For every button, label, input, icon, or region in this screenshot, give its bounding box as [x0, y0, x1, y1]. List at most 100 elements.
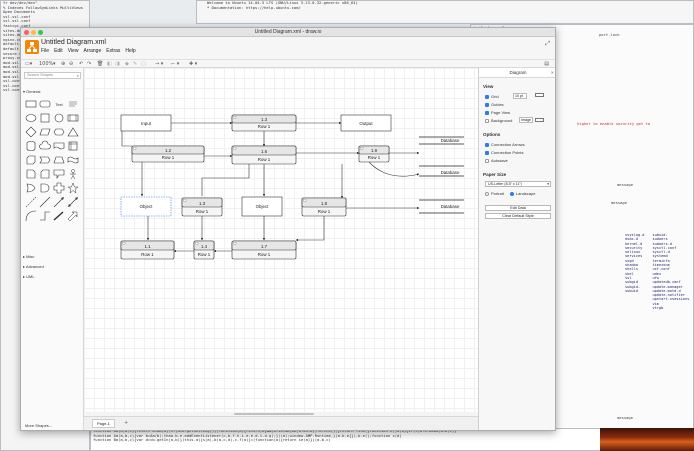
share-icon[interactable]: ⤢ [545, 40, 550, 47]
guides-checkbox[interactable] [485, 102, 489, 107]
menu-edit[interactable]: Edit [54, 48, 63, 54]
menu-view[interactable]: View [67, 48, 79, 54]
zoom-window-button[interactable] [38, 30, 43, 35]
autosave-checkbox[interactable] [485, 158, 489, 163]
ellipse-shape-icon[interactable] [24, 111, 38, 125]
autosave-toggle[interactable]: Autosave [485, 158, 508, 163]
section-advanced[interactable]: ▸ Advanced [23, 264, 44, 269]
zoom-out-icon[interactable]: ⊖ [69, 61, 74, 67]
connection-style-icon[interactable]: → ▾ [155, 61, 164, 67]
horizontal-scrollbar[interactable] [84, 412, 478, 416]
background-checkbox[interactable] [485, 118, 489, 123]
scroll-thumb[interactable] [234, 413, 314, 415]
shadow-icon[interactable]: ▢ [141, 61, 146, 67]
undo-icon[interactable]: ↶ [79, 61, 84, 67]
connection-points-checkbox[interactable] [485, 150, 489, 155]
cube-shape-icon[interactable] [24, 153, 38, 167]
background-toggle[interactable]: Background [485, 118, 512, 123]
database-1-label[interactable]: Database [441, 138, 460, 143]
grid-toggle[interactable]: Grid [485, 94, 499, 99]
close-panel-icon[interactable]: ✕ [550, 70, 554, 75]
cloud-shape-icon[interactable] [38, 139, 52, 153]
paper-size-select[interactable]: US-Letter (8.5" x 11")▾ [485, 181, 551, 187]
guides-toggle[interactable]: Guides [485, 102, 504, 107]
grid-size-input[interactable]: 10 pt [513, 93, 527, 99]
connection-arrows-checkbox[interactable] [485, 142, 489, 147]
connection-points-toggle[interactable]: Connection Points [485, 150, 523, 155]
note-shape-icon[interactable] [24, 167, 38, 181]
text-shape-icon[interactable]: Text [52, 97, 66, 111]
node-input[interactable]: Input [120, 114, 172, 132]
database-2-label[interactable]: Database [441, 170, 460, 175]
menu-help[interactable]: Help [125, 48, 136, 54]
grid-color-swatch[interactable] [535, 93, 544, 97]
curve-icon[interactable] [24, 209, 38, 223]
node-output[interactable]: Output [340, 114, 392, 132]
connection-arrows-toggle[interactable]: Connection Arrows [485, 142, 525, 147]
page-tab-1[interactable]: Page-1 [92, 419, 115, 428]
page-view-checkbox[interactable] [485, 110, 489, 115]
database-3-label[interactable]: Database [441, 204, 460, 209]
diagram-canvas[interactable]: Input Output Object Object Database Dat [84, 68, 478, 412]
hexagon-shape-icon[interactable] [52, 125, 66, 139]
section-uml[interactable]: ▸ UML [23, 274, 35, 279]
zoom-dropdown-icon[interactable]: ▾ [53, 61, 56, 67]
page-view-toggle[interactable]: Page View [485, 110, 510, 115]
internal-storage-shape-icon[interactable] [66, 139, 80, 153]
background-color-swatch[interactable] [535, 118, 544, 122]
circle-shape-icon[interactable] [52, 111, 66, 125]
node-object-b[interactable]: Object [241, 196, 283, 217]
trapezoid-shape-icon[interactable] [52, 153, 66, 167]
menu-extras[interactable]: Extras [106, 48, 121, 54]
document-shape-icon[interactable] [52, 139, 66, 153]
image-button[interactable]: Image [519, 117, 533, 123]
parallelogram-shape-icon[interactable] [38, 125, 52, 139]
connector-icon[interactable] [38, 209, 52, 223]
redo-icon[interactable]: ↷ [87, 61, 92, 67]
dashed-line-icon[interactable] [24, 195, 38, 209]
cross-shape-icon[interactable] [52, 181, 66, 195]
waypoint-icon[interactable]: ⌐ ▾ [171, 61, 180, 67]
tab-diagram[interactable]: Diagram [479, 68, 555, 78]
portrait-radio[interactable] [485, 191, 489, 196]
edit-data-button[interactable]: Edit Data [485, 205, 551, 211]
delete-icon[interactable]: 🗑 [97, 61, 104, 67]
link-icon[interactable] [52, 209, 66, 223]
rounded-rectangle-shape-icon[interactable] [38, 97, 52, 111]
document-filename[interactable]: Untitled Diagram.xml [41, 39, 106, 46]
add-page-icon[interactable]: + [124, 420, 129, 426]
diamond-shape-icon[interactable] [24, 125, 38, 139]
section-general[interactable]: ▾ General [23, 89, 41, 94]
step-shape-icon[interactable] [38, 153, 52, 167]
triangle-shape-icon[interactable] [66, 125, 80, 139]
bold-arrow-icon[interactable] [66, 209, 80, 223]
close-window-button[interactable] [24, 30, 29, 35]
actor-shape-icon[interactable] [66, 167, 80, 181]
callout-shape-icon[interactable] [52, 167, 66, 181]
rectangle-shape-icon[interactable] [24, 97, 38, 111]
bidirectional-arrow-icon[interactable] [66, 195, 80, 209]
line-icon[interactable] [38, 195, 52, 209]
page-view-icon[interactable]: ▭▾ [25, 61, 33, 67]
line-color-icon[interactable]: ✎ [133, 61, 138, 67]
card-shape-icon[interactable] [38, 167, 52, 181]
format-panel-toggle-icon[interactable]: ▤ [544, 61, 549, 67]
tape-shape-icon[interactable] [66, 153, 80, 167]
process-shape-icon[interactable] [66, 111, 80, 125]
more-shapes-button[interactable]: More Shapes... [25, 423, 53, 428]
star-shape-icon[interactable] [66, 181, 80, 195]
fill-color-icon[interactable]: ◆ [125, 61, 129, 67]
to-front-icon[interactable]: ◧ [107, 61, 112, 67]
clear-default-style-button[interactable]: Clear Default Style [485, 213, 551, 219]
menu-file[interactable]: File [41, 48, 50, 54]
zoom-level[interactable]: 100% [39, 61, 54, 67]
